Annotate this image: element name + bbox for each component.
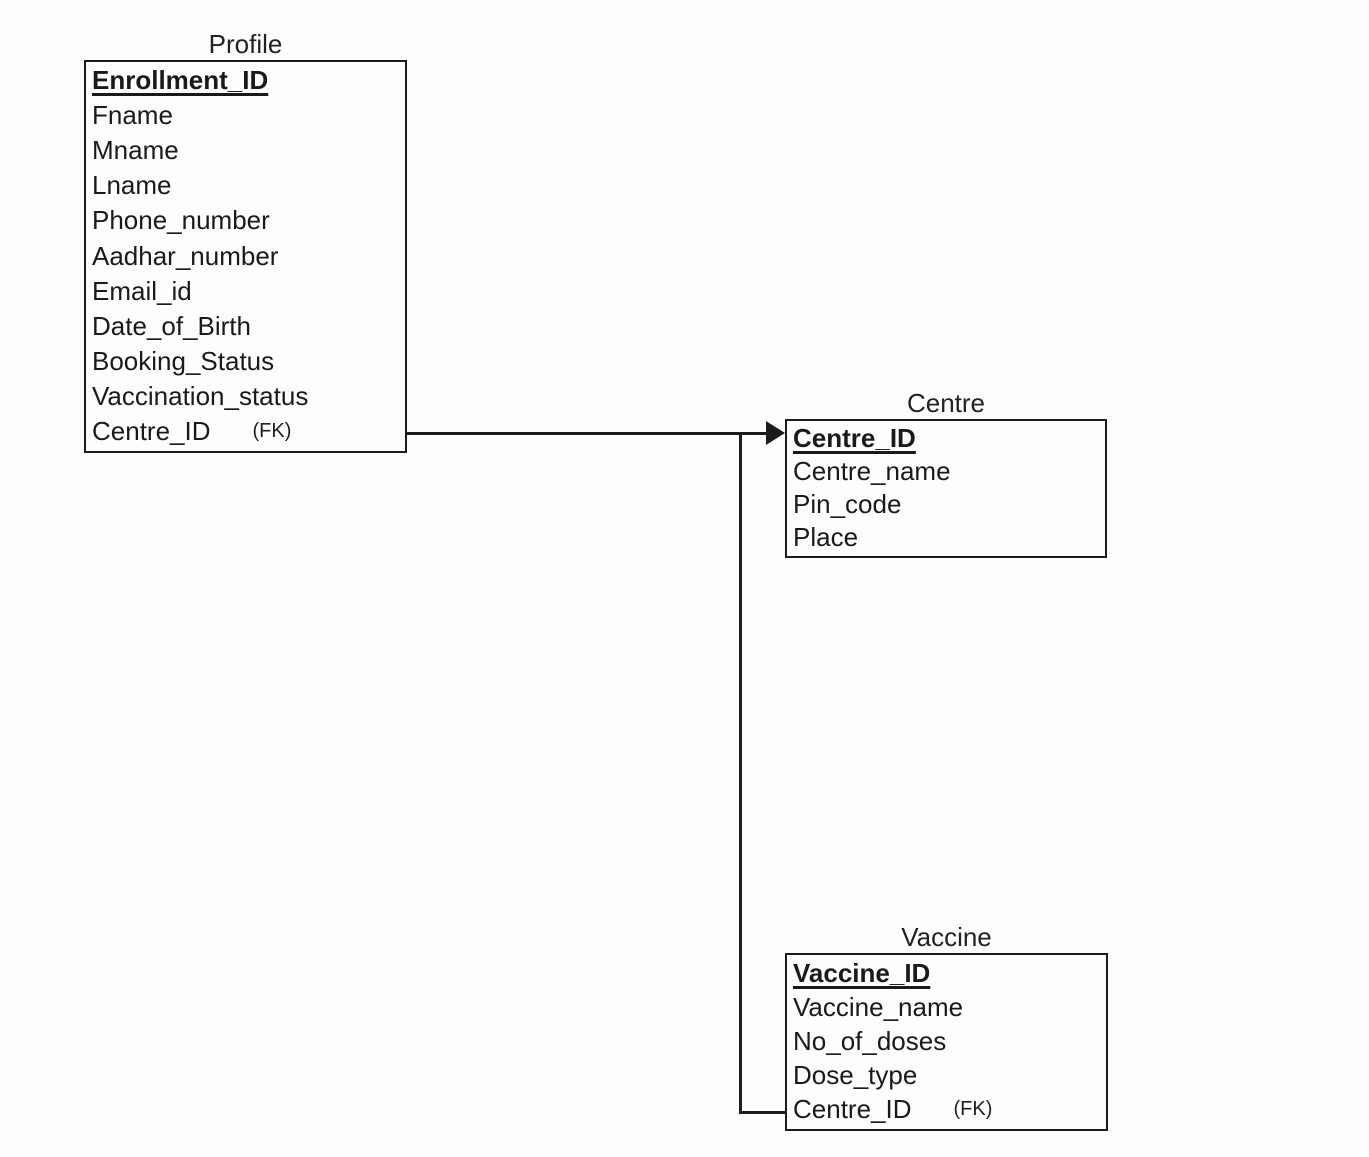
field-row-booking-status: Booking_Status [86, 344, 405, 379]
entity-vaccine-box: Vaccine_ID Vaccine_name No_of_doses Dose… [785, 953, 1108, 1131]
relationship-line-vertical-trunk [739, 432, 742, 1114]
field-row-mname: Mname [86, 133, 405, 168]
entity-centre-title: Centre [906, 388, 986, 418]
field-row-centre-id-fk: Centre_ID (FK) [86, 414, 405, 449]
field-row-centre-name: Centre_name [787, 455, 1105, 488]
relationship-line-profile-to-centre [405, 432, 768, 435]
field-row-date-of-birth: Date_of_Birth [86, 309, 405, 344]
field-name: Mname [92, 135, 179, 166]
field-name: Centre_name [793, 456, 951, 486]
field-name: Vaccination_status [92, 380, 309, 411]
field-row-centre-id: Centre_ID [787, 422, 1105, 455]
field-row-no-of-doses: No_of_doses [787, 1024, 1106, 1058]
field-row-vaccine-id: Vaccine_ID [787, 956, 1106, 990]
field-name: Centre_ID [92, 415, 211, 446]
field-name: No_of_doses [793, 1026, 947, 1056]
fk-label: (FK) [953, 1098, 993, 1121]
field-row-lname: Lname [86, 168, 405, 203]
field-row-fname: Fname [86, 98, 405, 133]
field-row-place: Place [787, 521, 1105, 554]
field-row-email-id: Email_id [86, 274, 405, 309]
field-name: Date_of_Birth [92, 310, 251, 341]
field-row-aadhar-number: Aadhar_number [86, 238, 405, 273]
entity-profile-box: Enrollment_ID Fname Mname Lname Phone_nu… [84, 60, 407, 453]
field-name: Phone_number [92, 205, 270, 236]
relationship-line-into-vaccine [739, 1111, 787, 1114]
field-name: Pin_code [793, 489, 902, 519]
field-row-phone-number: Phone_number [86, 203, 405, 238]
field-name-pk: Vaccine_ID [793, 957, 931, 988]
field-row-dose-type: Dose_type [787, 1059, 1106, 1093]
field-name-pk: Enrollment_ID [92, 65, 269, 96]
field-row-enrollment-id: Enrollment_ID [86, 63, 405, 98]
field-name: Place [793, 522, 859, 552]
entity-centre-box: Centre_ID Centre_name Pin_code Place [785, 419, 1107, 558]
field-name: Vaccine_name [793, 991, 964, 1022]
entity-profile-title: Profile [208, 29, 283, 59]
field-name: Dose_type [793, 1060, 918, 1091]
field-name: Email_id [92, 275, 192, 306]
field-name-pk: Centre_ID [793, 423, 916, 453]
field-name: Lname [92, 170, 172, 201]
field-row-vaccine-name: Vaccine_name [787, 990, 1106, 1024]
field-row-pin-code: Pin_code [787, 488, 1105, 521]
fk-label: (FK) [252, 419, 292, 442]
field-name: Aadhar_number [92, 240, 279, 271]
field-row-vaccination-status: Vaccination_status [86, 379, 405, 414]
field-name: Fname [92, 100, 173, 131]
field-name: Booking_Status [92, 345, 275, 376]
entity-vaccine-title: Vaccine [901, 922, 992, 952]
field-row-centre-id-fk: Centre_ID (FK) [787, 1093, 1106, 1127]
field-name: Centre_ID [793, 1094, 912, 1125]
arrowhead-into-centre-icon [766, 421, 785, 445]
